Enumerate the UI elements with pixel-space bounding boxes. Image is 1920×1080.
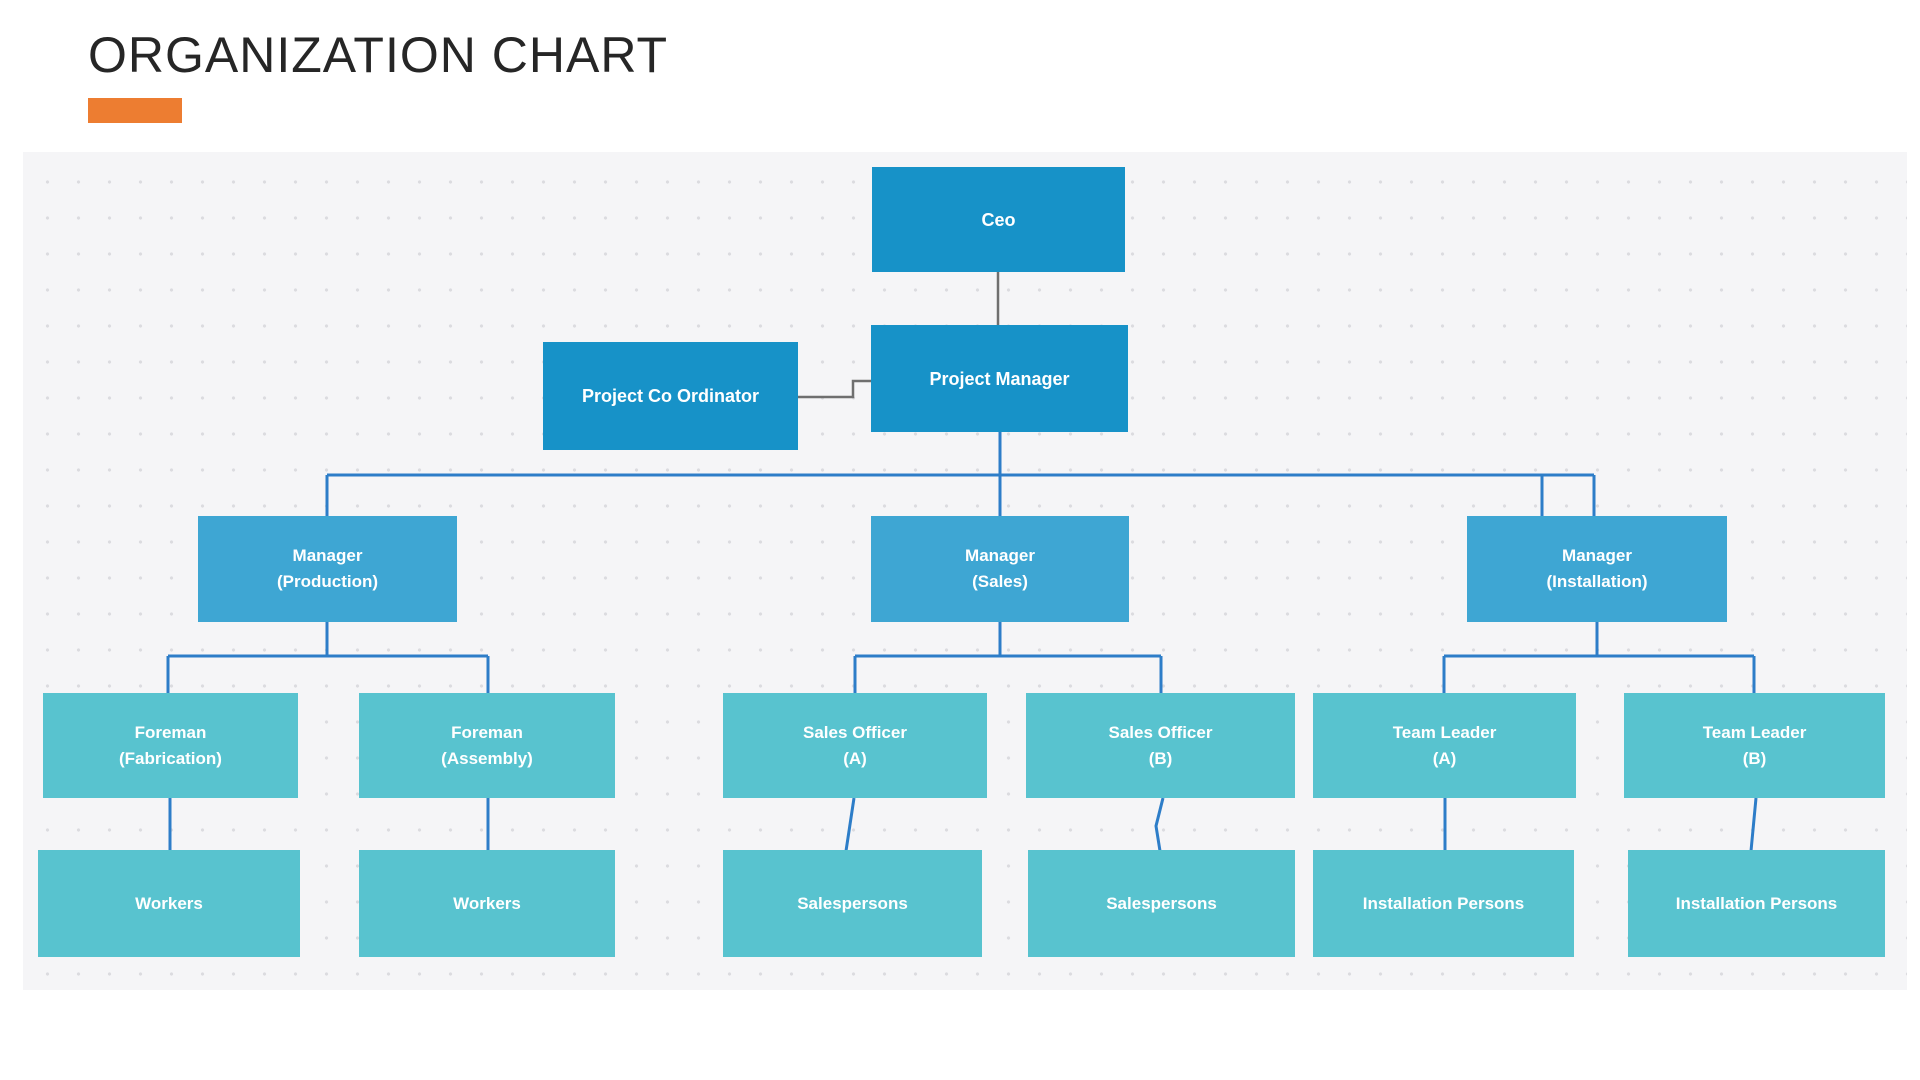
org-node-label: Workers [135, 893, 203, 913]
org-node-label: (A) [843, 748, 867, 768]
org-node-label: Manager [292, 546, 363, 565]
org-node-label: Foreman [451, 722, 523, 742]
org-node-label: (A) [1432, 748, 1457, 768]
org-node-label: Project Co Ordinator [581, 386, 760, 406]
org-node-label: Salespersons [797, 893, 908, 913]
org-node-label: Manager [965, 546, 1035, 565]
org-node-label: Project Manager [929, 368, 1070, 389]
org-node-label: Foreman [134, 722, 207, 742]
org-node-team-leader-a: Team Leader (A) [1313, 693, 1576, 798]
org-node-foreman-fabrication: Foreman (Fabrication) [43, 693, 298, 798]
org-node-label: (Assembly) [441, 748, 533, 768]
org-node-label: Workers [453, 893, 521, 913]
org-node-installation-persons-1: Installation Persons [1313, 850, 1574, 957]
org-node-sales-officer-b: Sales Officer (B) [1026, 693, 1295, 798]
org-node-manager-sales: Manager (Sales) [871, 516, 1129, 622]
org-node-label: (Installation) [1546, 572, 1648, 591]
org-node-team-leader-b: Team Leader (B) [1624, 693, 1885, 798]
org-node-label: (Fabrication) [119, 748, 222, 768]
org-node-manager-installation: Manager (Installation) [1467, 516, 1727, 622]
org-node-label: Salespersons [1106, 893, 1217, 913]
org-node-label: Team Leader [1702, 722, 1807, 742]
org-node-label: Team Leader [1392, 722, 1497, 742]
org-node-sales-officer-a: Sales Officer (A) [723, 693, 987, 798]
page-title: ORGANIZATION CHART [88, 27, 669, 83]
org-node-ceo: Ceo [872, 167, 1125, 272]
org-node-workers-2: Workers [359, 850, 615, 957]
org-node-label: Ceo [981, 209, 1016, 230]
org-node-label: (B) [1742, 748, 1767, 768]
org-node-installation-persons-2: Installation Persons [1628, 850, 1885, 957]
org-node-manager-production: Manager (Production) [198, 516, 457, 622]
org-node-label: (Production) [276, 572, 379, 591]
org-node-label: Installation Persons [1675, 893, 1838, 913]
org-node-project-manager: Project Manager [871, 325, 1128, 432]
org-node-salespersons-2: Salespersons [1028, 850, 1295, 957]
title-accent-bar [88, 98, 182, 123]
org-node-label: Sales Officer [1108, 722, 1213, 742]
org-node-foreman-assembly: Foreman (Assembly) [359, 693, 615, 798]
org-node-label: (B) [1148, 748, 1173, 768]
org-node-label: Installation Persons [1362, 893, 1525, 913]
org-node-project-co-ordinator: Project Co Ordinator [543, 342, 798, 450]
org-node-label: Sales Officer [803, 722, 907, 742]
org-node-salespersons-1: Salespersons [723, 850, 982, 957]
org-node-workers-1: Workers [38, 850, 300, 957]
org-node-label: (Sales) [972, 572, 1028, 591]
org-node-label: Manager [1562, 546, 1632, 565]
